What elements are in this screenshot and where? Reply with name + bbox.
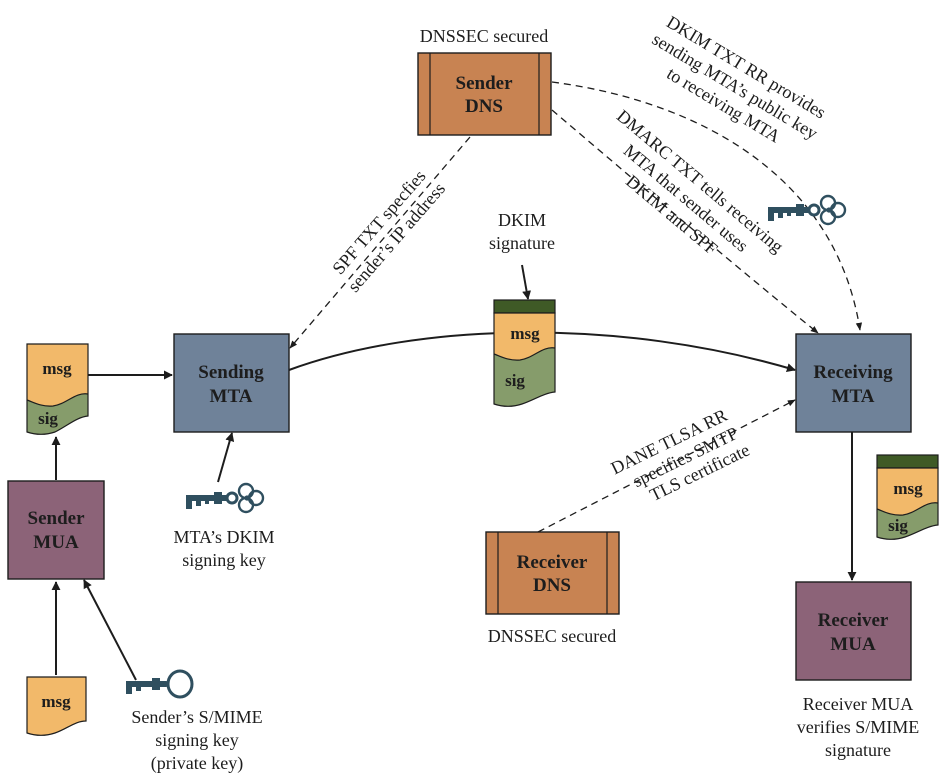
transit-doc-sig-label: sig [505,371,525,390]
mta-key-label-line2: signing key [182,550,266,570]
dane-dashed-arrow [537,399,796,533]
smime-key-label-line1: Sender’s S/MIME [131,707,262,727]
dkim-txt-dashed-arrow [551,81,863,331]
receiver-mua-box [795,581,912,681]
receiver-mua-node: Receiver MUA [795,581,912,681]
sender-signed-document: msg sig [26,343,89,435]
dmarc-dashed-arrow [551,109,819,334]
dkim-signature-label-line1: DKIM [498,210,546,230]
receiver-mua-label-line1: Receiver [818,610,889,631]
smime-key-to-mua-arrow [83,579,137,681]
receiver-verify-label-line1: Receiver MUA [803,694,913,714]
sender-doc-sig-label: sig [38,409,58,428]
received-doc-sig-label: sig [888,516,908,535]
smime-private-key-icon [124,669,194,699]
dnssec-top-label: DNSSEC secured [420,26,549,46]
sending-mta-label-line1: Sending [198,362,264,383]
sender-mua-node: Sender MUA [7,480,105,580]
receiving-mta-box [795,333,912,433]
spf-annotation: SPF TXT specfies sender’s IP address [328,166,449,296]
plain-doc-msg-label: msg [41,692,71,711]
mta-dkim-key-icon [184,482,265,514]
receiver-dns-label-line2: DNS [533,575,571,596]
dkim-key-to-mta-arrow [217,432,235,483]
receiver-mua-label-line2: MUA [830,634,876,655]
sender-mua-label-line2: MUA [33,532,79,553]
receiver-dns-label-line1: Receiver [517,552,588,573]
mta-key-label-line1: MTA’s DKIM [173,527,274,547]
transit-signed-document: msg sig [493,299,556,407]
receiving-mta-node: Receiving MTA [795,333,912,433]
sending-mta-label-line2: MTA [210,386,253,407]
receiver-dns-box [485,531,620,615]
smime-key-label-line3: (private key) [151,753,243,774]
sender-dns-label-line1: Sender [456,73,514,94]
received-signed-document: msg sig [876,454,939,540]
received-doc-msg-label: msg [893,479,923,498]
sender-mua-label-line1: Sender [28,508,86,529]
sending-mta-box [173,333,290,433]
receiving-mta-label-line1: Receiving [813,362,893,383]
receiving-mta-label-line2: MTA [832,386,875,407]
receiver-dns-node: Receiver DNS DNSSEC secured [485,531,620,646]
transit-doc-msg-label: msg [510,324,540,343]
receiver-verify-label-line3: signature [825,740,891,760]
dkim-public-key-icon [766,194,847,226]
dkim-signature-pointer [521,264,532,300]
dnssec-bottom-label: DNSSEC secured [488,626,617,646]
sender-dns-box [417,52,552,136]
sender-dns-label-line2: DNS [465,96,503,117]
smime-key-label-line2: signing key [155,730,239,750]
dane-annotation: DANE TLSA RR specifies SMTP TLS certific… [608,405,753,505]
sender-doc-msg-label: msg [42,359,72,378]
dkim-signature-label-line2: signature [489,233,555,253]
sender-dns-node: DNSSEC secured Sender DNS [417,26,552,136]
receiver-verify-label-line2: verifies S/MIME [797,717,919,737]
spf-dashed-arrow [289,136,471,349]
sender-mua-box [7,480,105,580]
sending-mta-node: Sending MTA [173,333,290,433]
plain-message-document: msg [26,676,87,736]
